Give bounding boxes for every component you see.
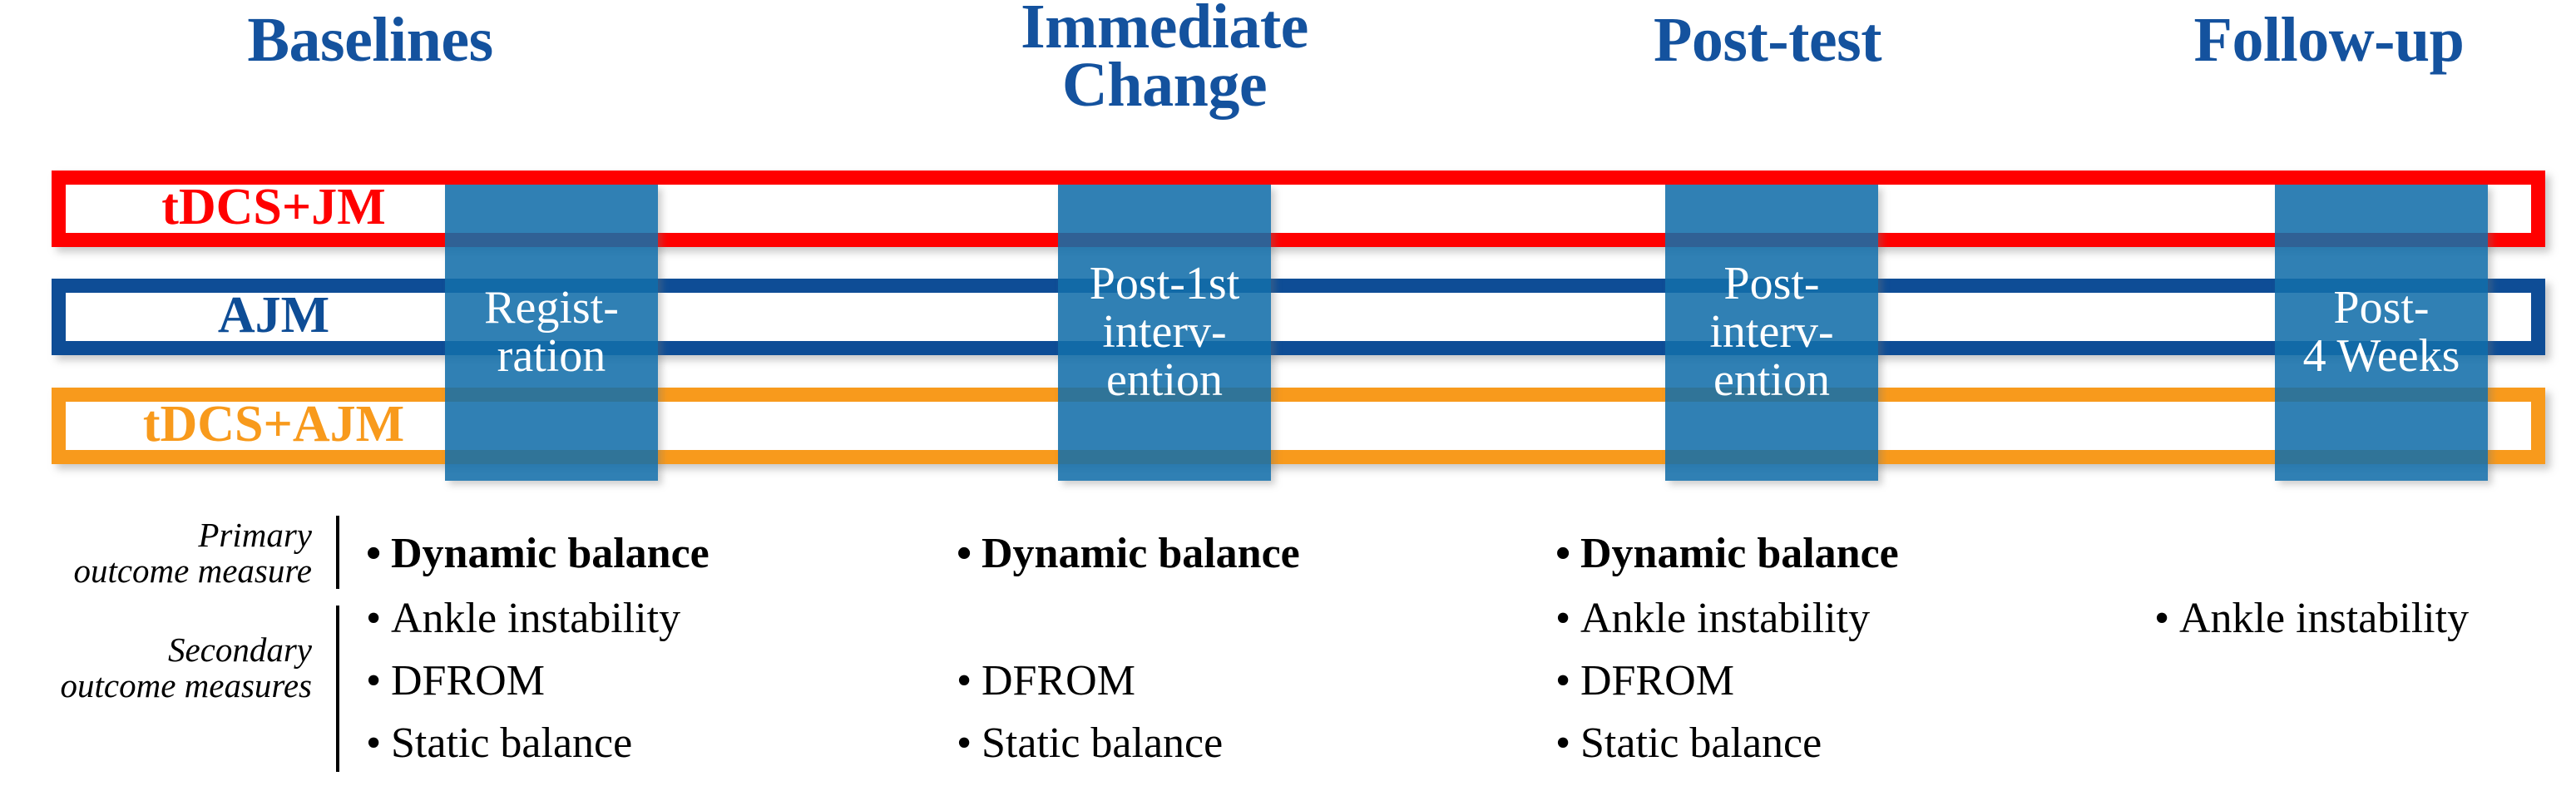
outcome-item: •Dynamic balance <box>957 532 1300 576</box>
timepoint-box-post-intervention: Post- interv- ention <box>1665 185 1878 481</box>
column-header-baselines: Baselines <box>247 5 493 75</box>
bullet-icon: • <box>366 595 382 642</box>
outcome-item: •DFROM <box>957 660 1135 703</box>
timepoint-box-post-1st-intervention: Post-1st interv- ention <box>1058 185 1271 481</box>
outcome-item: •Static balance <box>957 722 1223 765</box>
column-header-post-test: Post-test <box>1653 5 1882 75</box>
timepoint-box-registration: Regist- ration <box>445 185 658 481</box>
bullet-icon: • <box>957 657 972 704</box>
outcome-item: •Ankle instability <box>1555 597 1870 640</box>
outcome-item: •Ankle instability <box>366 597 680 640</box>
outcome-item: •Dynamic balance <box>1555 532 1899 576</box>
outcome-label-secondary: Secondary outcome measures <box>60 630 313 705</box>
bullet-icon: • <box>366 530 382 577</box>
outcome-item-label: DFROM <box>981 657 1135 704</box>
outcome-item-label: Ankle instability <box>1580 595 1871 642</box>
outcome-label-primary: Primary outcome measure <box>73 516 312 591</box>
outcome-item: •Ankle instability <box>2154 597 2469 640</box>
group-label-tdcs-jm: tDCS+JM <box>161 179 386 235</box>
outcome-item-label: Dynamic balance <box>391 530 710 577</box>
group-row-ajm: AJM <box>52 279 2545 355</box>
group-row-tdcs-jm: tDCS+JM <box>52 171 2545 247</box>
outcome-item-label: Static balance <box>981 719 1224 767</box>
bullet-icon: • <box>366 719 382 767</box>
outcome-item: •Static balance <box>1555 722 1822 765</box>
outcome-item-label: Dynamic balance <box>1580 530 1899 577</box>
outcome-item-label: Static balance <box>1580 719 1822 767</box>
outcome-rule-secondary <box>336 606 339 772</box>
bullet-icon: • <box>957 719 972 767</box>
outcome-item-label: DFROM <box>1580 657 1734 704</box>
outcome-item-label: DFROM <box>391 657 545 704</box>
bullet-icon: • <box>1555 657 1571 704</box>
outcome-item: •Static balance <box>366 722 632 765</box>
column-header-immediate-change: Immediate Change <box>1021 0 1308 120</box>
outcome-rule-primary <box>336 516 339 589</box>
group-label-tdcs-ajm: tDCS+AJM <box>142 396 405 452</box>
outcome-item-label: Dynamic balance <box>981 530 1300 577</box>
outcome-item-label: Static balance <box>391 719 633 767</box>
column-header-follow-up: Follow-up <box>2193 5 2465 75</box>
bullet-icon: • <box>957 530 972 577</box>
bullet-icon: • <box>1555 595 1571 642</box>
bullet-icon: • <box>1555 719 1571 767</box>
group-label-ajm: AJM <box>217 287 330 344</box>
group-row-tdcs-ajm: tDCS+AJM <box>52 388 2545 464</box>
outcome-item: •DFROM <box>1555 660 1734 703</box>
outcome-item-label: Ankle instability <box>391 595 681 642</box>
bullet-icon: • <box>366 657 382 704</box>
outcome-item: •DFROM <box>366 660 545 703</box>
timepoint-box-post-4-weeks: Post- 4 Weeks <box>2275 185 2488 481</box>
outcome-item-label: Ankle instability <box>2179 595 2470 642</box>
bullet-icon: • <box>1555 530 1571 577</box>
outcome-item: •Dynamic balance <box>366 532 710 576</box>
bullet-icon: • <box>2154 595 2170 642</box>
